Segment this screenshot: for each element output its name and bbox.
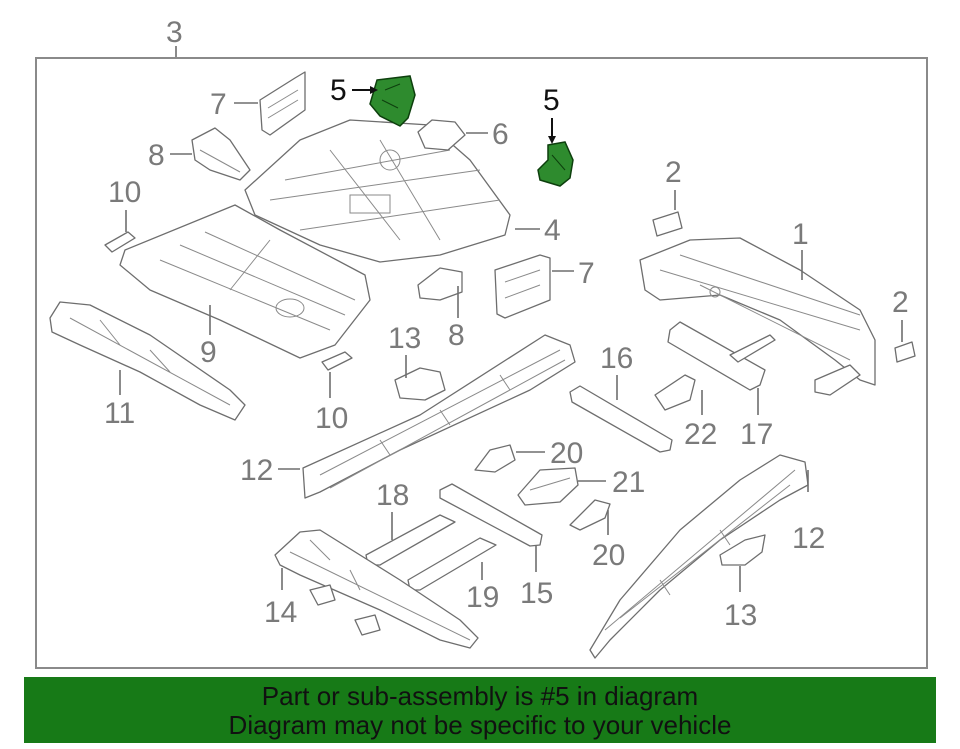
callout-10a: 10 [108,176,141,209]
part-20-bracket-upper [474,444,516,473]
callout-7b: 7 [578,257,595,290]
callout-12b: 12 [792,522,825,555]
callout-13a: 13 [388,322,421,355]
part-7-bracket-top [259,71,306,136]
part-7-bracket-mid [494,254,551,319]
part-17-crossmember [667,321,776,391]
banner-line-2: Diagram may not be specific to your vehi… [228,710,732,740]
callout-5b: 5 [543,84,560,117]
part-5-highlighted-b [537,141,574,187]
part-11-side-member [49,301,246,421]
callout-18: 18 [376,479,409,512]
callout-11: 11 [104,397,135,430]
part-15-member [439,483,543,547]
part-4-rear-floor-pan [244,119,511,263]
callout-15: 15 [520,577,553,610]
callout-5a: 5 [330,74,347,107]
callout-17: 17 [740,418,773,451]
part-5-highlighted-a [369,75,416,127]
callout-9: 9 [200,336,217,369]
part-13-bracket-mid [394,367,446,401]
callout-13b: 13 [724,599,757,632]
part-2-pad-top [652,211,683,237]
callout-12a: 12 [240,454,273,487]
banner-line-1: Part or sub-assembly is #5 in diagram [261,681,699,711]
callout-10b: 10 [315,402,348,435]
part-12-rail-center [302,334,576,499]
part-22-bracket [654,374,696,411]
arrow-5a [370,86,378,94]
part-20-bracket-lower [569,499,611,531]
callout-20a: 20 [550,437,583,470]
part-8-bracket-top [191,127,251,181]
part-13-bracket-lower [719,534,766,566]
callout-4: 4 [544,214,561,247]
part-2-pad-right [894,341,916,363]
callout-6: 6 [492,118,509,151]
callout-7a: 7 [210,88,227,121]
callout-3: 3 [166,16,183,49]
callout-21: 21 [612,466,645,499]
part-21-reinforcement [517,467,579,506]
part-18-member [365,514,456,566]
part-6-bracket [417,119,466,151]
part-14-crossmember [274,529,479,649]
part-8-bracket-mid [417,267,463,301]
part-16-member [569,385,673,453]
part-10-patch-top [104,231,136,253]
callout-22: 22 [684,418,717,451]
callout-19: 19 [466,581,499,614]
callout-8a: 8 [148,139,165,172]
diagram-frame [35,57,928,669]
arrow-5b [548,136,556,144]
part-9-floor-pan [119,204,371,359]
callout-8b: 8 [448,319,465,352]
callout-14: 14 [264,596,297,629]
callout-1: 1 [792,218,809,251]
callout-20b: 20 [592,539,625,572]
callout-2a: 2 [665,156,682,189]
info-banner: Part or sub-assembly is #5 in diagram Di… [24,677,936,743]
callout-16: 16 [600,342,633,375]
part-10-patch-mid [321,351,353,371]
part-1-rear-panel [639,237,876,396]
callout-2b: 2 [892,286,909,319]
